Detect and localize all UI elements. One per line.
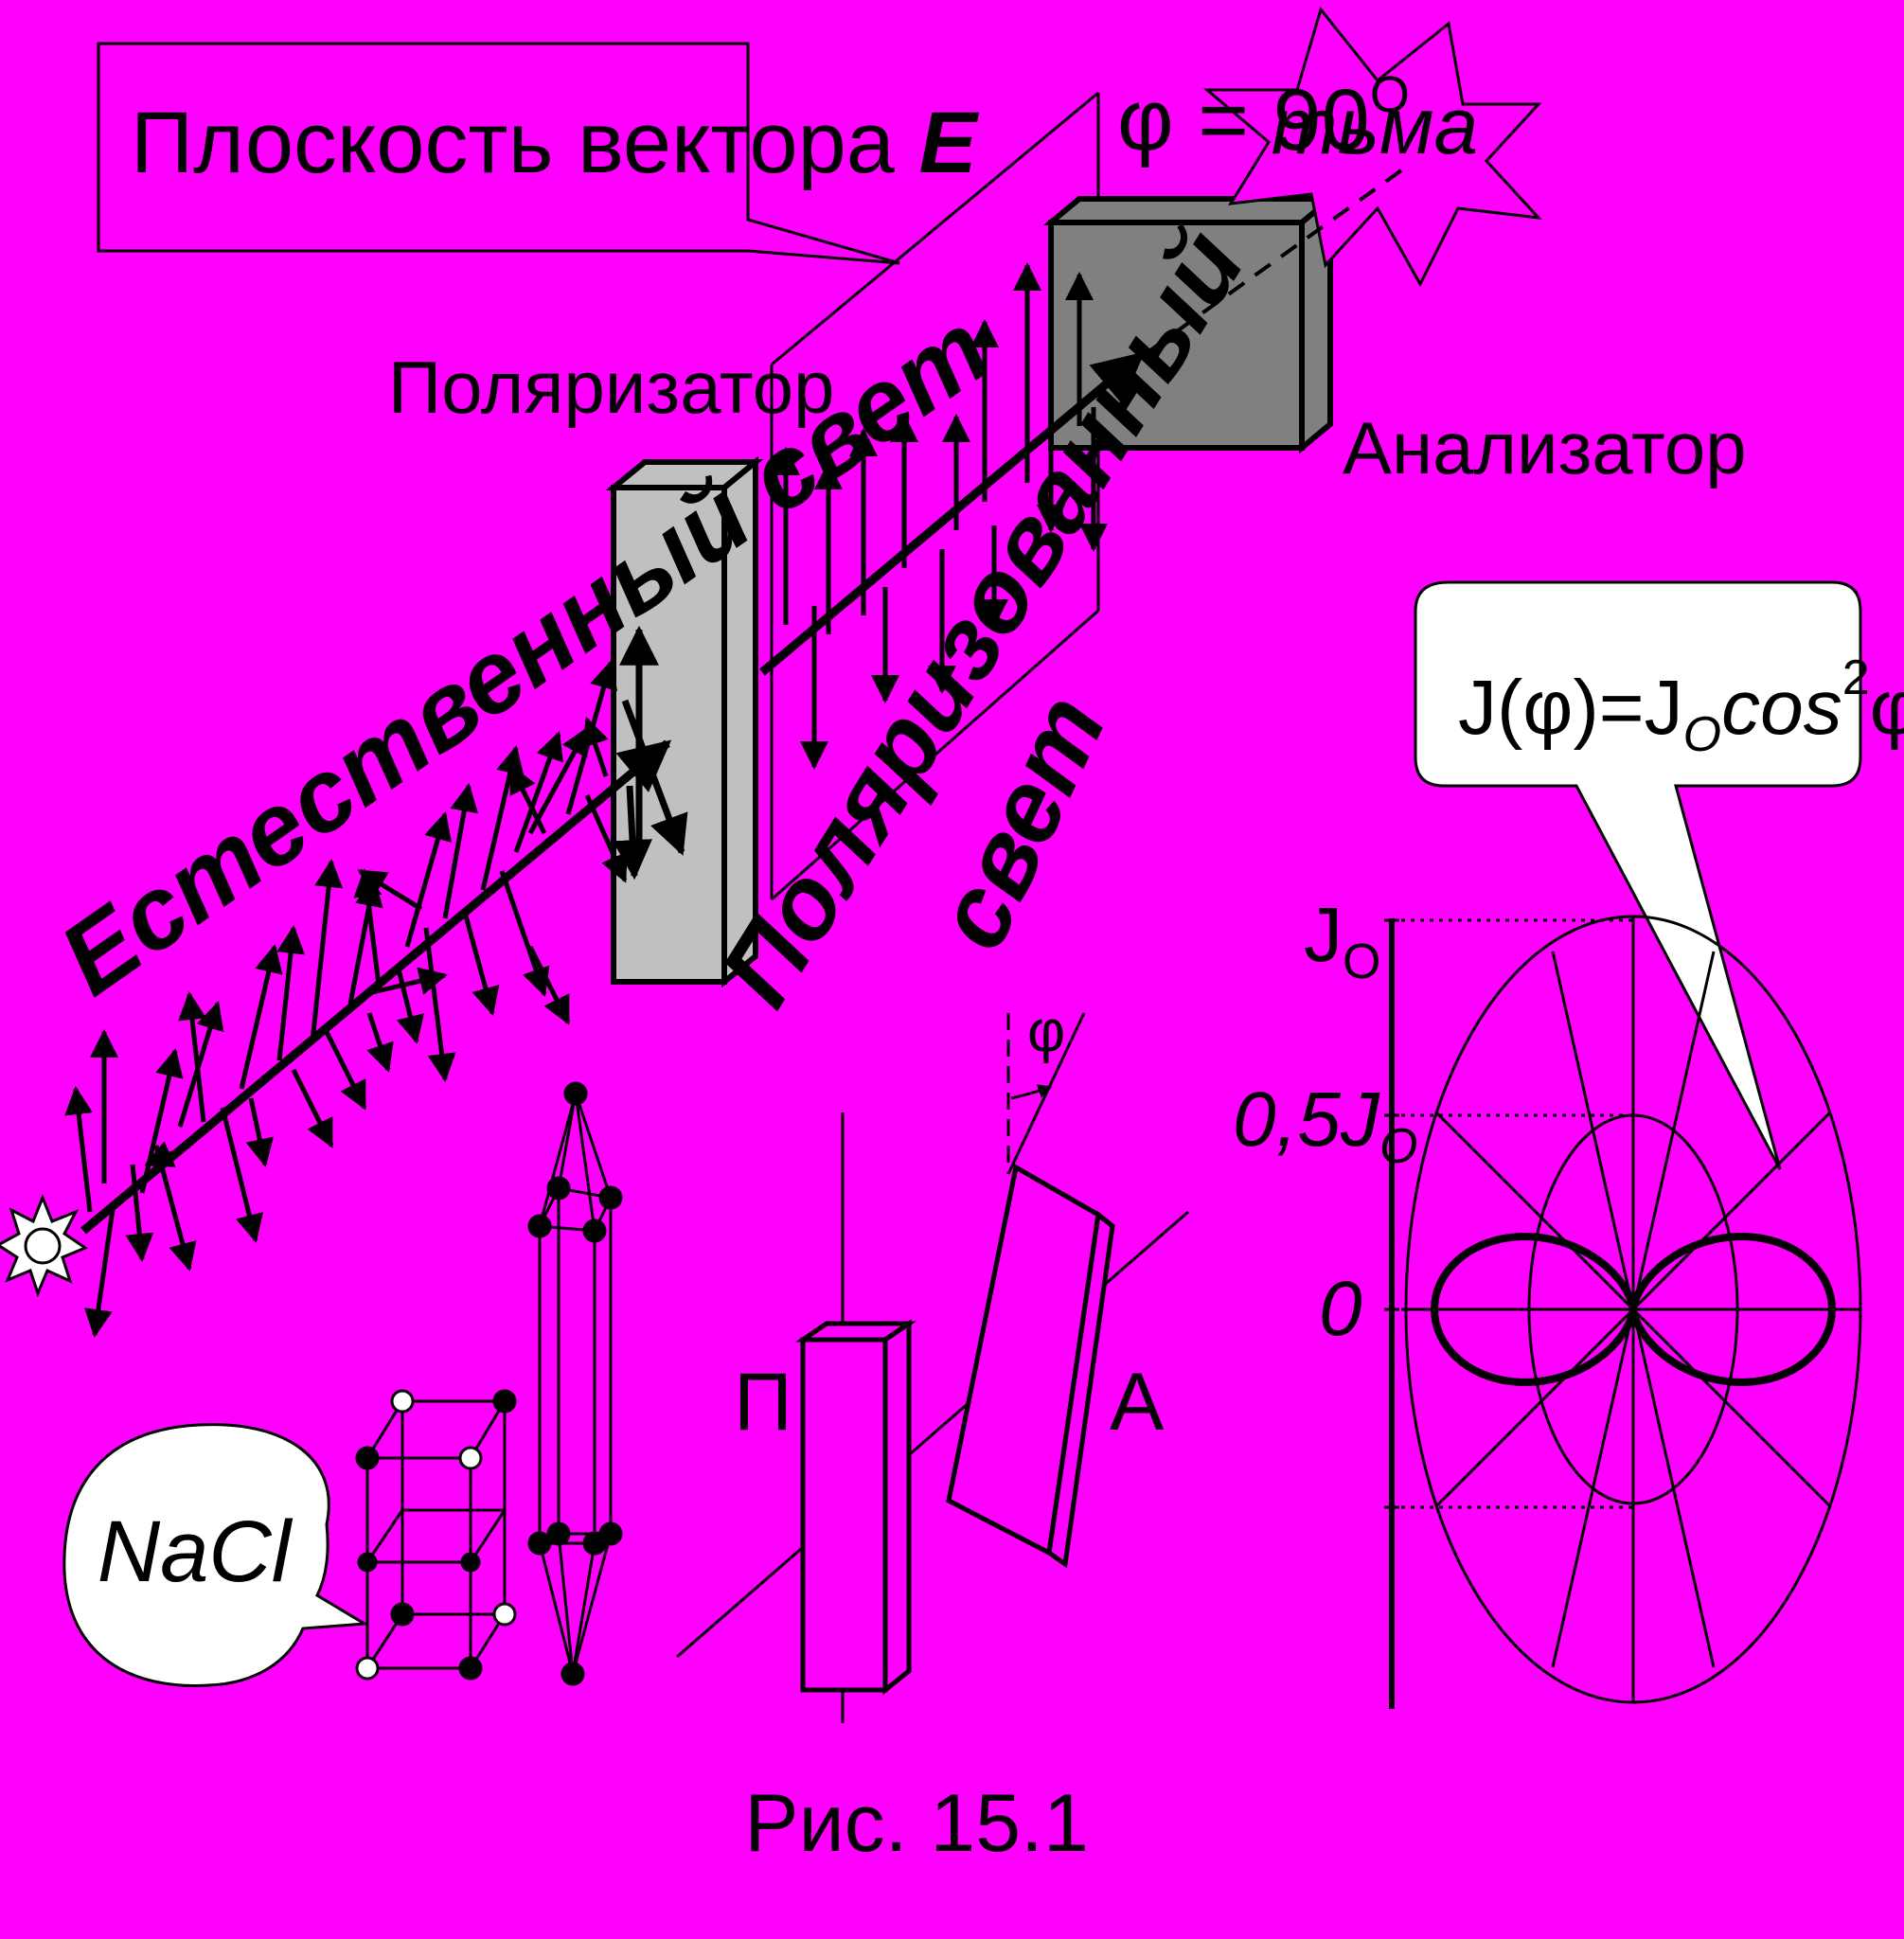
nacl-label: NaCl xyxy=(98,1503,294,1600)
darkness-label: тьма xyxy=(1272,81,1478,170)
polarizer-label: Поляризатор xyxy=(388,346,834,429)
intensity-lobes xyxy=(1430,1233,1837,1386)
polarizer-analyzer-schematic xyxy=(676,1012,1189,1723)
plane-callout: Плоскость вектора E xyxy=(97,42,980,265)
polarizer-face-arrows xyxy=(613,625,688,881)
a-letter: А xyxy=(1110,1357,1165,1448)
nacl-bubble: NaCl xyxy=(62,1423,369,1687)
analyzer-label: Анализатор xyxy=(1343,406,1747,489)
tick-label-half-j0: 0,5JO xyxy=(1233,1076,1417,1174)
phi-small-label: φ xyxy=(1027,999,1065,1064)
polar-intensity-plot xyxy=(1384,915,1862,1709)
axis-ticks xyxy=(1384,918,1399,1509)
p-letter: П xyxy=(734,1357,792,1448)
plane-label: Плоскость вектора E xyxy=(131,95,980,191)
polarizer-block xyxy=(605,455,764,988)
formula-bubble: J(φ)=JOcos2φ xyxy=(1414,580,1904,1170)
natural-light-arrows xyxy=(64,660,628,1338)
axis-tick-labels: JO 0,5JO 0 xyxy=(1233,892,1417,1352)
formula-text: J(φ)=JOcos2φ xyxy=(1458,650,1904,762)
crystal-lattice-cubic xyxy=(355,1389,517,1681)
polarized-arrows xyxy=(772,262,1108,770)
darkness-starburst: тьма xyxy=(1202,6,1542,288)
tick-label-zero: 0 xyxy=(1319,1266,1362,1352)
light-source-icon xyxy=(0,1193,89,1298)
crystal-lattice-hexagonal xyxy=(527,1081,623,1686)
figure-caption: Рис. 15.1 xyxy=(744,1778,1089,1869)
tick-label-j0: JO xyxy=(1304,892,1380,989)
phi-angle-label: φ = 90O xyxy=(1117,66,1410,169)
